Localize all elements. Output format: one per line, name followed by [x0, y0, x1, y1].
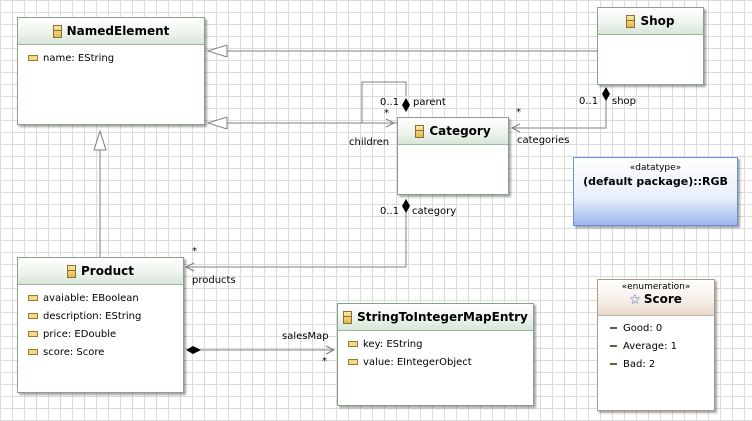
products-role-label: products: [192, 275, 236, 286]
class-name: Category: [429, 124, 491, 138]
shop-categories-edge[interactable]: [510, 87, 610, 133]
class-icon: [415, 124, 425, 138]
parent-multiplicity: 0..1: [380, 97, 400, 108]
enumeration-stereotype: «enumeration»: [621, 282, 691, 292]
attribute-label: key: EString: [363, 338, 423, 350]
attribute-list: name: EString: [18, 45, 204, 67]
product-generalization-edge[interactable]: [93, 129, 107, 257]
literal-label: Average: 1: [623, 340, 677, 352]
class-name: Shop: [640, 14, 675, 28]
shop-generalization-edge[interactable]: [206, 44, 597, 58]
categories-multiplicity: *: [516, 107, 521, 118]
literal-icon: [610, 327, 617, 329]
attribute-label: score: Score: [43, 346, 105, 358]
attribute-list: avaiable: EBoolean description: EString …: [18, 285, 183, 361]
attribute-row[interactable]: price: EDouble: [28, 325, 183, 343]
class-product[interactable]: Product avaiable: EBoolean description: …: [17, 257, 184, 393]
attribute-icon: [28, 55, 38, 61]
enum-literal-row[interactable]: Average: 1: [598, 337, 714, 355]
literal-icon: [610, 345, 617, 347]
attribute-label: value: EIntegerObject: [363, 356, 472, 368]
enumeration-icon: ⚝: [630, 293, 640, 305]
attribute-icon: [28, 313, 38, 319]
attribute-label: avaiable: EBoolean: [43, 292, 139, 304]
categories-role-label: categories: [517, 135, 570, 146]
children-multiplicity: *: [384, 108, 389, 119]
salesmap-multiplicity: *: [322, 356, 327, 367]
class-named-element[interactable]: NamedElement name: EString: [17, 17, 205, 125]
children-role-label: children: [349, 137, 390, 148]
enumeration-title: ⚝ Score: [598, 292, 714, 306]
class-header: StringToIntegerMapEntry: [338, 304, 533, 331]
attribute-label: price: EDouble: [43, 328, 117, 340]
class-name: Product: [81, 264, 134, 278]
class-name: NamedElement: [66, 24, 170, 38]
attribute-row[interactable]: avaiable: EBoolean: [28, 289, 183, 307]
salesmap-role-label: salesMap: [282, 331, 329, 342]
class-icon: [343, 310, 353, 324]
attribute-icon: [348, 341, 358, 347]
parent-role-label: parent: [413, 97, 446, 108]
attribute-row[interactable]: key: EString: [348, 335, 533, 353]
literal-label: Bad: 2: [623, 358, 656, 370]
literal-list: Good: 0 Average: 1 Bad: 2: [598, 316, 714, 373]
class-header: Category: [398, 118, 508, 145]
literal-label: Good: 0: [623, 322, 663, 334]
enum-literal-row[interactable]: Bad: 2: [598, 355, 714, 373]
attribute-icon: [28, 295, 38, 301]
class-header: Product: [18, 258, 183, 285]
attribute-icon: [28, 331, 38, 337]
attribute-row[interactable]: score: Score: [28, 343, 183, 361]
class-header: NamedElement: [18, 18, 204, 45]
class-icon: [626, 14, 636, 28]
datatype-name: (default package)::RGB: [583, 175, 728, 188]
attribute-icon: [28, 349, 38, 355]
class-icon: [52, 24, 62, 38]
attribute-label: name: EString: [43, 52, 115, 64]
attribute-row[interactable]: description: EString: [28, 307, 183, 325]
enumeration-header: «enumeration» ⚝ Score: [598, 280, 714, 316]
enumeration-name: Score: [643, 292, 682, 306]
class-shop[interactable]: Shop: [597, 7, 704, 85]
class-string-to-integer-map-entry[interactable]: StringToIntegerMapEntry key: EString val…: [337, 303, 534, 406]
attribute-label: description: EString: [43, 310, 142, 322]
category-multiplicity: 0..1: [380, 206, 400, 217]
attribute-icon: [348, 359, 358, 365]
class-category[interactable]: Category: [397, 117, 509, 195]
product-salesmap-edge[interactable]: [186, 345, 336, 355]
attribute-list: key: EString value: EIntegerObject: [338, 331, 533, 371]
products-multiplicity: *: [192, 246, 197, 257]
datatype-stereotype: «datatype»: [629, 163, 682, 173]
category-generalization-edge[interactable]: [206, 116, 397, 130]
class-header: Shop: [598, 8, 703, 35]
enumeration-score[interactable]: «enumeration» ⚝ Score Good: 0 Average: 1…: [597, 279, 715, 411]
class-icon: [67, 264, 77, 278]
datatype-rgb[interactable]: «datatype» (default package)::RGB: [573, 157, 738, 226]
category-products-edge[interactable]: [184, 199, 410, 272]
shop-role-label: shop: [612, 96, 637, 107]
attribute-row[interactable]: value: EIntegerObject: [348, 353, 533, 371]
category-role-label: category: [412, 206, 457, 217]
enum-literal-row[interactable]: Good: 0: [598, 319, 714, 337]
class-name: StringToIntegerMapEntry: [357, 310, 528, 324]
attribute-row[interactable]: name: EString: [28, 49, 204, 67]
shop-multiplicity: 0..1: [579, 96, 599, 107]
literal-icon: [610, 363, 617, 365]
